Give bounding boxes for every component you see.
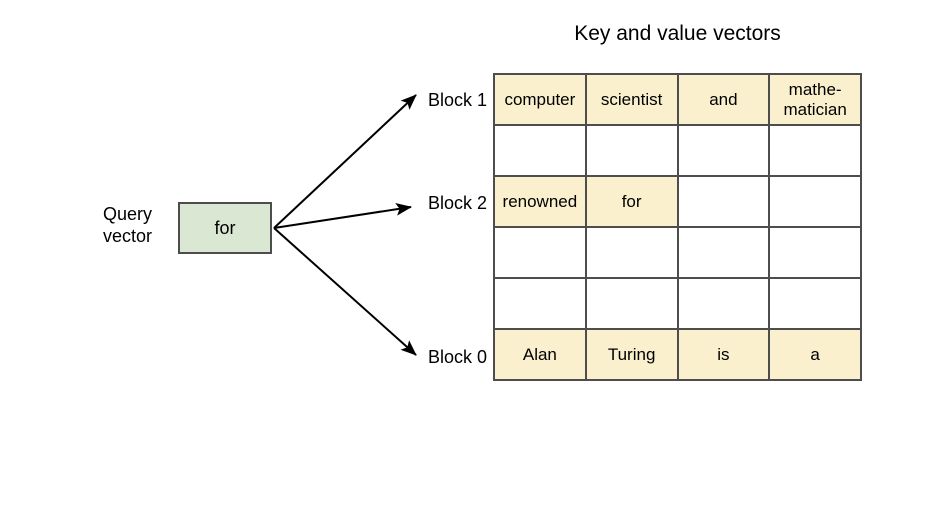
kv-cell-token: Turing [586, 330, 679, 381]
query-vector-label-line1: Query [103, 204, 153, 224]
kv-cell-token: Alan [495, 330, 587, 381]
kv-cell-empty [586, 279, 679, 330]
kv-cell-empty [770, 126, 862, 177]
arrow-to-block-1 [273, 94, 417, 229]
kv-cell-text-line1: mathe- [788, 79, 842, 99]
block-label-1: Block 1 [427, 90, 487, 110]
kv-cell-empty [678, 279, 771, 330]
kv-cell-empty [586, 126, 679, 177]
kv-cell-empty [678, 126, 771, 177]
kv-cell-text-line2: matician [783, 99, 847, 119]
kv-cell-token: for [586, 177, 679, 228]
arrow-to-block-2 [273, 202, 412, 229]
arrow-to-block-0 [273, 227, 417, 356]
block-label-0: Block 0 [427, 347, 487, 367]
kv-cell-empty [495, 279, 587, 330]
kv-cell-token: scientist [586, 75, 679, 126]
kv-cell-token: renowned [495, 177, 587, 228]
kv-cell-empty [495, 228, 587, 279]
block-label-2: Block 2 [427, 193, 487, 213]
kv-cell-token: is [678, 330, 771, 381]
kv-cell-wrapped-text: mathe-matician [783, 80, 846, 120]
page-title: Key and value vectors [574, 22, 781, 45]
kv-cell-token: and [678, 75, 771, 126]
kv-cell-token: a [770, 330, 862, 381]
kv-cell-empty [586, 228, 679, 279]
query-vector-label-line2: vector [103, 226, 153, 246]
kv-cell-empty [770, 177, 862, 228]
query-vector-token: for [214, 217, 236, 238]
kv-cell-empty [678, 228, 771, 279]
query-vector-box: for [178, 202, 272, 254]
kv-cell-token: mathe-matician [770, 75, 862, 126]
kv-cell-empty [770, 279, 862, 330]
kv-cell-empty [495, 126, 587, 177]
kv-cell-empty [678, 177, 771, 228]
query-vector-label: Query vector [103, 203, 173, 247]
kv-cell-empty [770, 228, 862, 279]
kv-cell-token: computer [495, 75, 587, 126]
